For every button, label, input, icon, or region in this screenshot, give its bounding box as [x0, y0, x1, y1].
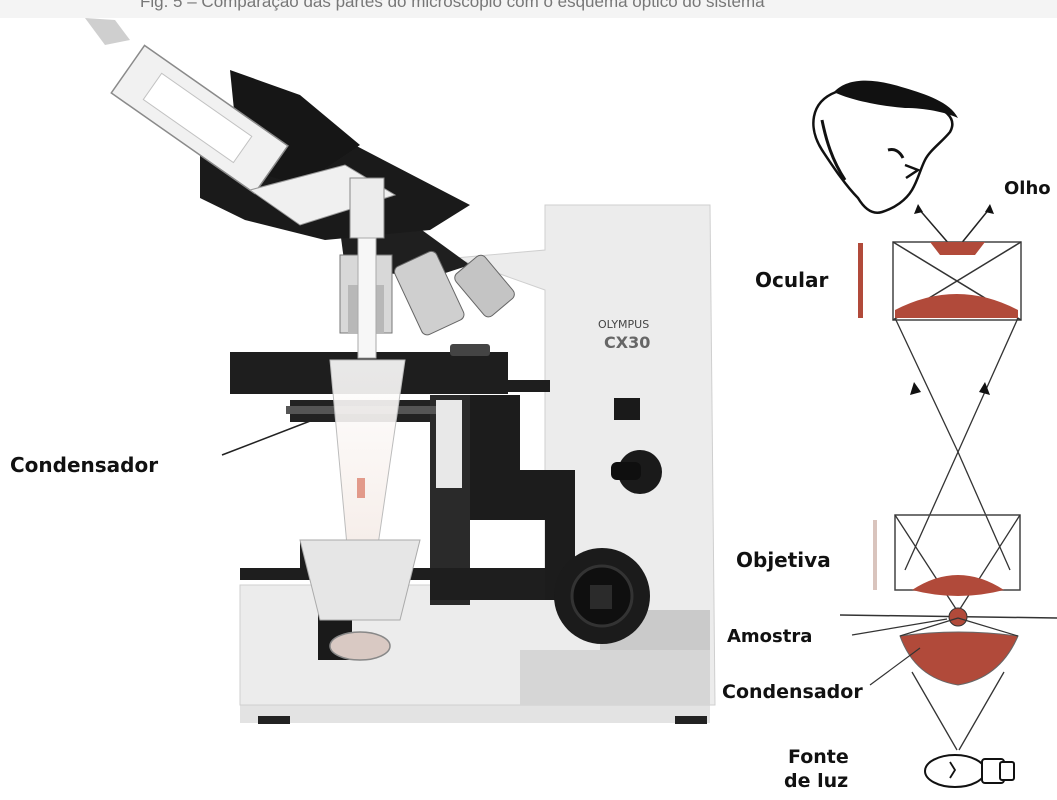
dial-knob — [611, 462, 641, 480]
brand-model: CX30 — [604, 333, 650, 352]
sample-dot — [949, 608, 967, 626]
label-condensador-right: Condensador — [722, 683, 863, 703]
beam-filter — [357, 478, 365, 498]
objective-bracket — [873, 520, 877, 590]
label-objetiva: Objetiva — [736, 550, 831, 571]
label-fonte: Fonte — [788, 748, 849, 768]
label-olho: Olho — [1004, 180, 1051, 199]
ocular-bottom-lens — [895, 294, 1018, 318]
focus-knob-hub — [590, 585, 612, 609]
microscope-photo — [85, 18, 715, 724]
column-highlight — [436, 400, 462, 488]
label-condensador-left: Condensador — [10, 455, 158, 476]
lamp-icon — [925, 755, 1014, 787]
ocular-top-lens — [930, 242, 985, 255]
base-shading — [520, 650, 710, 705]
base-foot-right — [675, 716, 707, 724]
stage-clip — [450, 344, 490, 356]
tube-cutaway — [350, 178, 384, 238]
power-switch — [614, 398, 640, 420]
label-amostra: Amostra — [727, 628, 812, 647]
face-icon — [813, 81, 958, 213]
condenser-left-pointer — [222, 418, 318, 455]
ocular-bracket — [858, 243, 863, 318]
specimen-plane — [840, 615, 1057, 618]
label-ocular: Ocular — [755, 270, 828, 291]
optical-axis-cutaway — [358, 238, 376, 358]
light-streak — [85, 18, 130, 45]
objective-lens — [912, 575, 1004, 596]
lamp-cutaway — [300, 540, 420, 620]
brand-maker: OLYMPUS — [598, 318, 649, 331]
label-de-luz: de luz — [784, 772, 848, 792]
lamp-reflector — [330, 632, 390, 660]
condenser-right-pointer — [870, 648, 920, 685]
base-plate — [240, 705, 710, 723]
base-foot-left — [258, 716, 290, 724]
stage-arm — [500, 380, 550, 392]
condenser-lens — [900, 632, 1018, 685]
